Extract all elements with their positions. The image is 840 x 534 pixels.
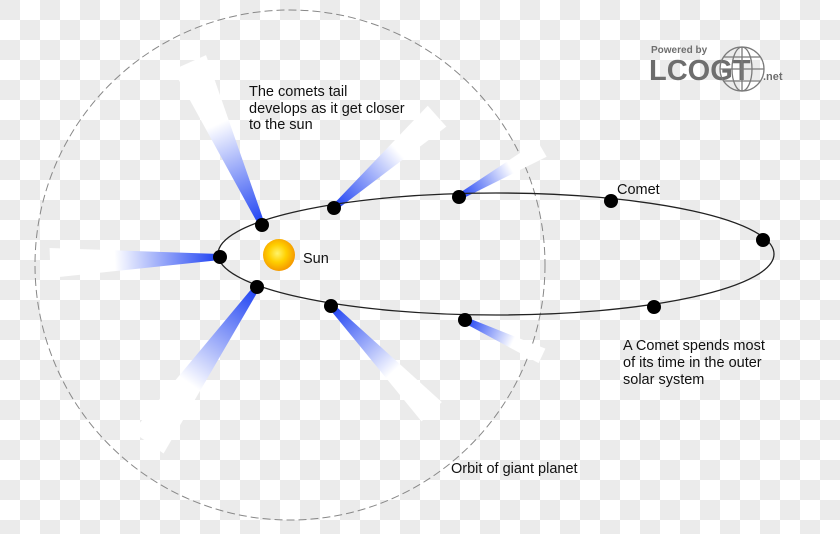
comet-orbit: [217, 192, 775, 316]
comet-tail: [463, 317, 546, 364]
comet-position: [756, 233, 770, 247]
comet-position: [213, 250, 227, 264]
comet-tail: [49, 247, 221, 278]
comet-tail: [173, 55, 265, 227]
lcogt-logo: Powered by LCOGT .net: [649, 45, 783, 92]
comet-position: [255, 218, 269, 232]
comet-tail: [132, 285, 260, 454]
comet-position: [604, 194, 618, 208]
giant-planet-orbit: [34, 9, 546, 521]
tail-note-line-2: develops as it get closer: [249, 101, 405, 117]
comet-position: [250, 280, 264, 294]
svg-text:LCOGT: LCOGT: [649, 55, 751, 87]
outer-note-line-1: A Comet spends most: [623, 338, 765, 354]
comet-tail: [457, 141, 547, 200]
tail-note-line-1: The comets tail: [249, 84, 347, 100]
comet-position: [324, 299, 338, 313]
giant-orbit-label: Orbit of giant planet: [451, 461, 578, 477]
svg-text:Powered by: Powered by: [651, 45, 708, 56]
comet-tail: [332, 105, 447, 211]
comet-position: [458, 313, 472, 327]
sun-label: Sun: [303, 251, 329, 267]
comet-position: [327, 201, 341, 215]
comet-position: [647, 300, 661, 314]
svg-text:.net: .net: [763, 71, 783, 83]
comet-tail: [328, 303, 442, 422]
tail-note-line-3: to the sun: [249, 117, 313, 133]
comet-label: Comet: [617, 182, 660, 198]
sun: [263, 239, 295, 271]
globe-icon: [719, 46, 765, 92]
outer-note-line-3: solar system: [623, 372, 704, 388]
outer-note-line-2: of its time in the outer: [623, 355, 762, 371]
comet-position: [452, 190, 466, 204]
